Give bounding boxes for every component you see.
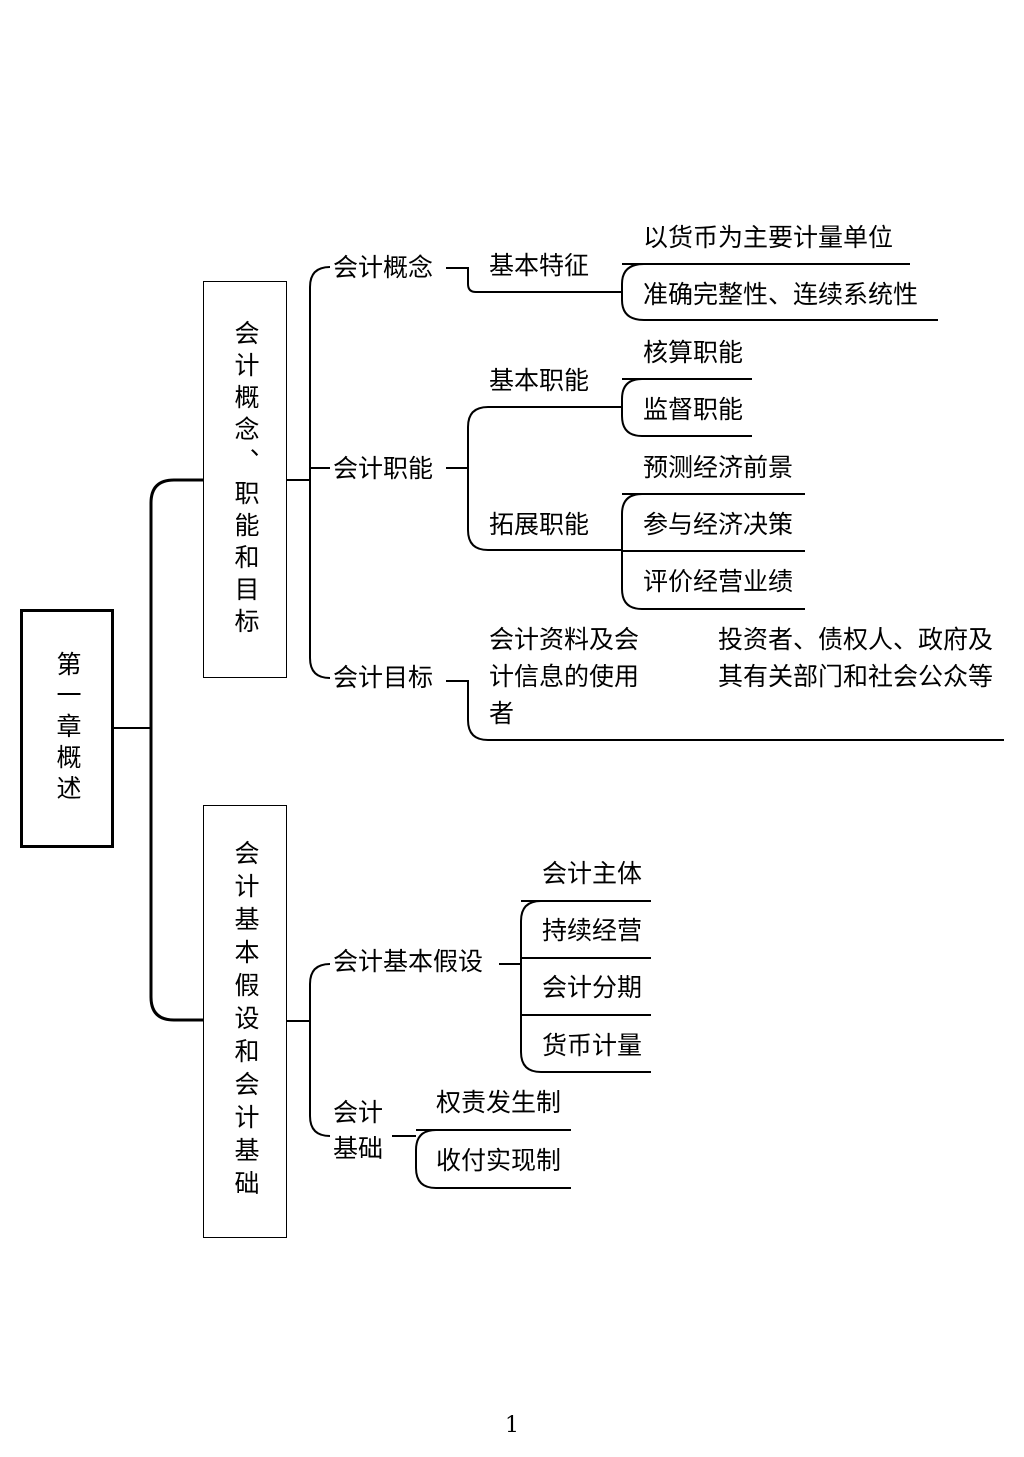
root-label: 第一章概述: [53, 651, 82, 806]
node-information-users: 会计资料及会计信息的使用者: [489, 625, 640, 728]
node-basic-assumptions: 会计基本假设: [333, 947, 484, 976]
leaf-item: 准确完整性、连续系统性: [643, 280, 919, 309]
leaf-item: 核算职能: [643, 338, 744, 367]
node-basic-features: 基本特征: [489, 251, 590, 280]
node-extended-function: 拓展职能: [489, 510, 590, 539]
leaf-item: 投资者、债权人、政府及其有关部门和社会公众等: [718, 625, 994, 691]
node-accounting-function: 会计职能: [333, 454, 434, 483]
page-number: 1: [505, 1413, 519, 1438]
section-label: 会计基本假设和会计基础: [231, 840, 260, 1203]
node-accounting-concept: 会计概念: [333, 253, 434, 282]
node-accounting-goal: 会计目标: [333, 663, 434, 692]
leaf-item: 监督职能: [643, 395, 744, 424]
leaf-item: 会计主体: [542, 859, 643, 888]
leaf-item: 评价经营业绩: [643, 567, 794, 596]
leaf-item: 收付实现制: [436, 1146, 562, 1175]
section-label: 会计概念、职能和目标: [231, 319, 260, 640]
leaf-item: 会计分期: [542, 973, 643, 1002]
leaf-item: 持续经营: [542, 916, 643, 945]
leaf-item: 预测经济前景: [643, 453, 794, 482]
section-box-concept-function-goal: 会计概念、职能和目标: [203, 281, 287, 678]
leaf-item: 货币计量: [542, 1031, 643, 1060]
node-basic-function: 基本职能: [489, 366, 590, 395]
node-accounting-basis: 会计基础: [333, 1098, 384, 1163]
leaf-item: 以货币为主要计量单位: [643, 223, 894, 252]
leaf-item: 参与经济决策: [643, 510, 794, 539]
section-box-assumptions-basis: 会计基本假设和会计基础: [203, 805, 287, 1238]
leaf-item: 权责发生制: [436, 1088, 562, 1117]
root-node: 第一章概述: [20, 609, 114, 848]
